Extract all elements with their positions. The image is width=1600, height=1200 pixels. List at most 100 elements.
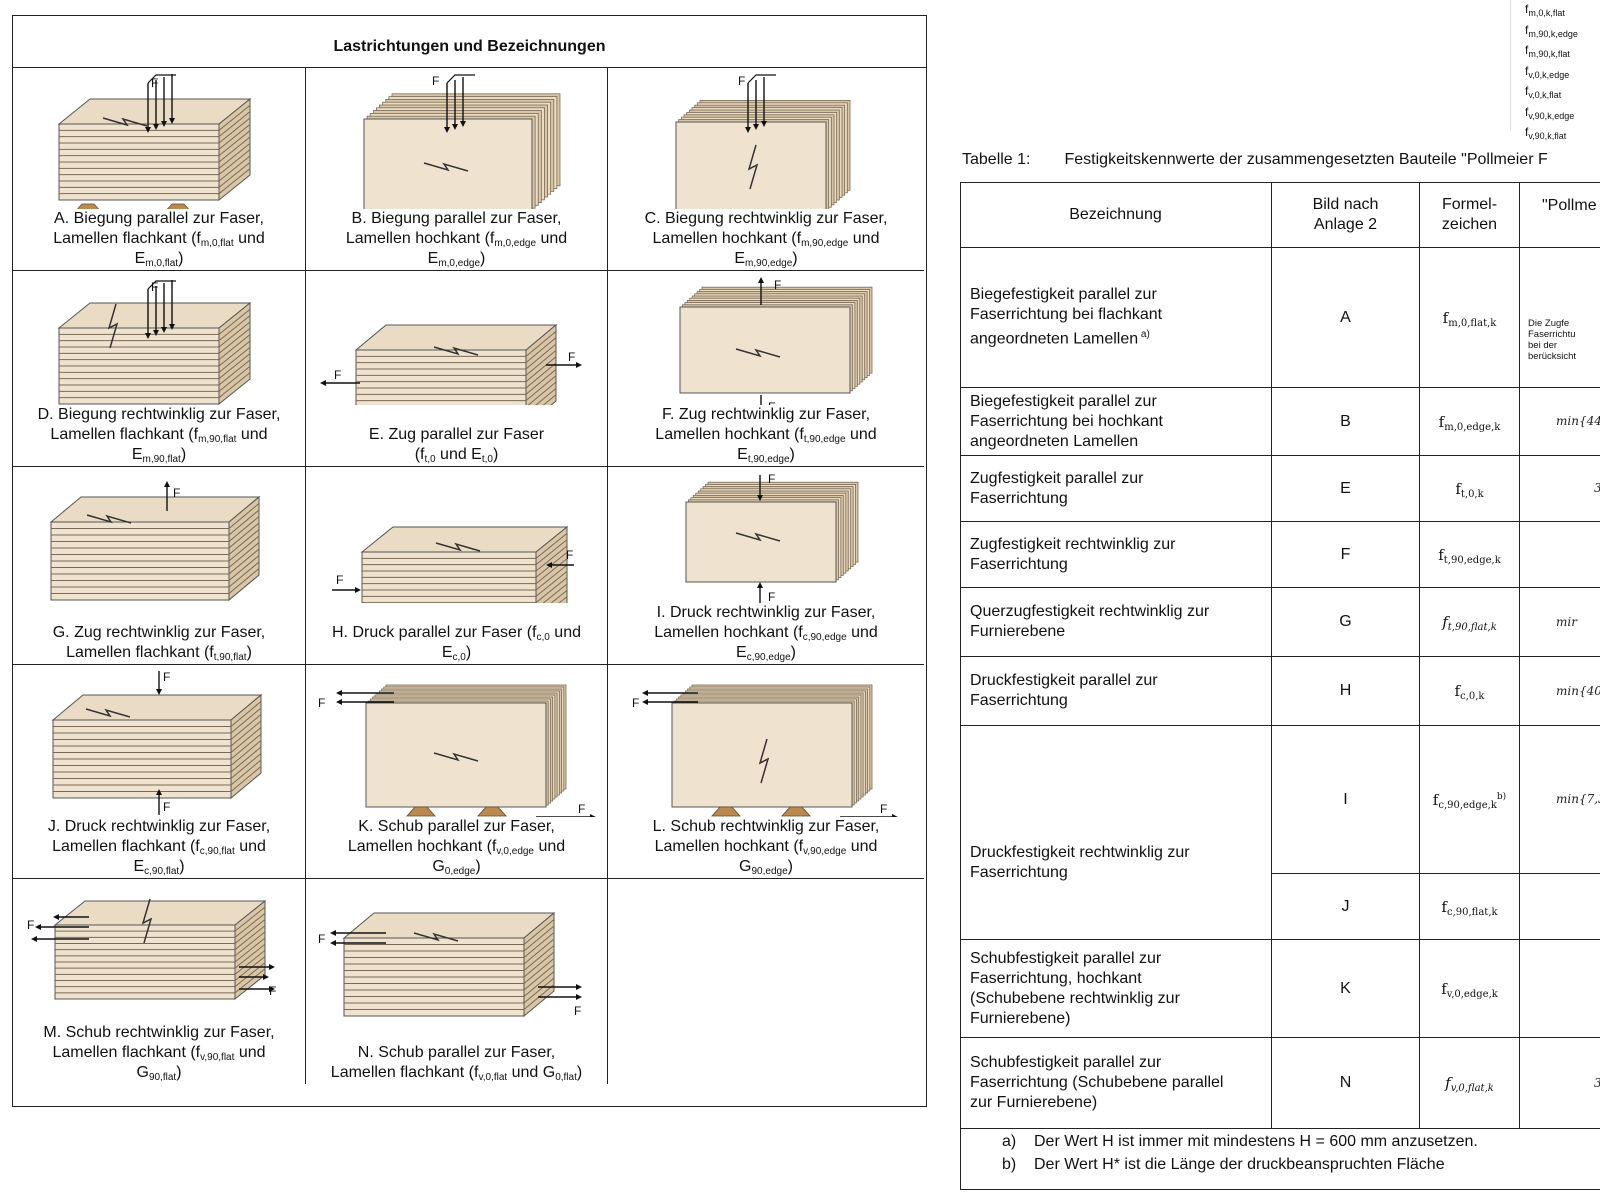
- caption: N. Schub parallel zur Faser,Lamellen fla…: [310, 1043, 603, 1083]
- lamella-line: [525, 330, 557, 357]
- caption-text: N. Schub parallel zur Faser,: [357, 1044, 556, 1061]
- force-arrowhead: [576, 994, 582, 1000]
- lamella-line: [218, 104, 251, 131]
- bild-letter: K: [1340, 979, 1351, 997]
- lamella-line: [525, 349, 557, 376]
- grain-arrow: [435, 542, 481, 552]
- symbol-subscript: t,90,flat,k: [1447, 622, 1497, 633]
- block-top-face: [342, 912, 556, 939]
- caption-line-2: H. Druck parallel zur Faser (fc,0 und: [310, 623, 603, 643]
- formula-symbol: fm,0,edge,k: [1439, 413, 1501, 433]
- row-value: min{40: [1520, 657, 1600, 726]
- load-diagram: FF: [685, 472, 859, 603]
- caption-line-3: Ec,90,edge): [612, 643, 920, 663]
- footnote-text: Der Wert H* ist die Länge der druckbeans…: [1034, 1156, 1445, 1173]
- force-arrowhead: [753, 124, 759, 130]
- bild-letter: I: [1343, 790, 1348, 808]
- header-label-line: Bild nach: [1312, 195, 1379, 213]
- row-bild: G: [1272, 588, 1420, 657]
- caption-line-1: D. Biegung rechtwinklig zur Faser,: [37, 406, 281, 423]
- value-note-line: Die Zugfe: [1528, 318, 1570, 329]
- force-arrowhead: [546, 562, 552, 568]
- force-label: F: [318, 932, 325, 946]
- row-value: [1520, 940, 1600, 1038]
- footnote: a)Der Wert H ist immer mit mindestens H …: [1002, 1130, 1478, 1153]
- caption-text: H. Druck parallel zur Faser (f: [332, 624, 537, 641]
- caption-subscript: 0,flat: [555, 1072, 577, 1083]
- caption-subscript: t,0: [481, 454, 493, 465]
- lamella-line: [234, 937, 266, 963]
- caption-text: E: [427, 250, 439, 267]
- lamella-line: [525, 337, 557, 364]
- block-top-face: [53, 900, 267, 926]
- force-arrowhead: [642, 690, 648, 696]
- caption-subscript: m,0,flat: [200, 238, 234, 249]
- lamella-line: [542, 583, 568, 603]
- value-fragment: 3: [1594, 481, 1600, 495]
- symbol-subscript: v,0,k,flat: [1528, 90, 1562, 100]
- caption-line-2: G. Zug rechtwinklig zur Faser,: [17, 623, 301, 643]
- grain-arrow: [433, 346, 479, 356]
- load-bracket: [446, 74, 475, 84]
- lamella-line: [525, 375, 557, 402]
- table-bottom-rule: [960, 1189, 1600, 1190]
- grain-arrow: [423, 162, 469, 172]
- force-arrowhead: [169, 324, 175, 330]
- force-arrowhead: [269, 986, 275, 992]
- caption-text: Lamellen hochkant (f: [654, 624, 803, 641]
- caption-subscript: v,90,edge: [803, 846, 847, 857]
- force-arrowhead: [336, 699, 342, 705]
- description-line: Zugfestigkeit rechtwinklig zur: [970, 535, 1175, 555]
- header-label-line: Formel-: [1441, 195, 1498, 213]
- block-top-face: [51, 694, 263, 721]
- lamella-line: [228, 535, 260, 562]
- grain-arrow: [433, 752, 479, 762]
- description-line: Furnierebene: [970, 622, 1209, 642]
- support-wedge: [406, 806, 436, 817]
- force-arrowhead: [161, 327, 167, 333]
- lamella-line: [218, 315, 251, 342]
- formula-symbol: ft,90,edge,k: [1438, 546, 1501, 566]
- footnote-marker: a): [1138, 329, 1150, 341]
- description-line-text: Faserrichtung: [970, 489, 1068, 507]
- caption-text: Lamellen hochkant (f: [347, 838, 497, 855]
- lamella-line: [523, 951, 555, 978]
- symbol-base: f: [1441, 979, 1447, 998]
- caption-line-1: K. Schub parallel zur Faser,: [358, 818, 555, 835]
- caption-line-3: Ec,90,flat): [17, 857, 301, 877]
- symbol-base: f: [1441, 897, 1447, 916]
- caption-text: Lamellen flachkant (f: [53, 230, 201, 247]
- caption-line-3: Ec,0): [310, 643, 603, 663]
- force-arrowhead: [761, 121, 767, 127]
- caption-text: Lamellen flachkant (f: [66, 644, 214, 661]
- lamella-line: [228, 529, 260, 555]
- caption: I. Druck rechtwinklig zur Faser,Lamellen…: [612, 603, 920, 663]
- force-label: F: [336, 573, 343, 587]
- lamella-line: [218, 149, 251, 176]
- force-arrowhead: [758, 277, 764, 283]
- lamella-line: [542, 394, 557, 405]
- caption-text: und: [845, 426, 877, 443]
- force-arrowhead: [145, 127, 151, 133]
- caption-text: Lamellen flachkant (f: [50, 426, 199, 443]
- caption-text: Lamellen hochkant (f: [655, 426, 804, 443]
- lamella-line: [228, 561, 260, 588]
- symbol-entry: fm,0,k,flat: [1511, 0, 1600, 21]
- block-front-face: [679, 306, 851, 394]
- force-arrowhead: [757, 495, 763, 501]
- row-value: 3: [1520, 1038, 1600, 1129]
- symbol-entry: fv,0,k,edge: [1511, 62, 1600, 83]
- row-bild: B: [1272, 388, 1420, 456]
- lamella-line: [230, 727, 262, 753]
- lamella-line: [523, 919, 555, 945]
- force-arrowhead: [145, 333, 151, 339]
- caption-line-2: Lamellen flachkant (fm,0,flat und: [17, 229, 301, 249]
- description-line: Faserrichtung bei hochkant: [970, 412, 1163, 432]
- force-arrowhead: [153, 124, 159, 130]
